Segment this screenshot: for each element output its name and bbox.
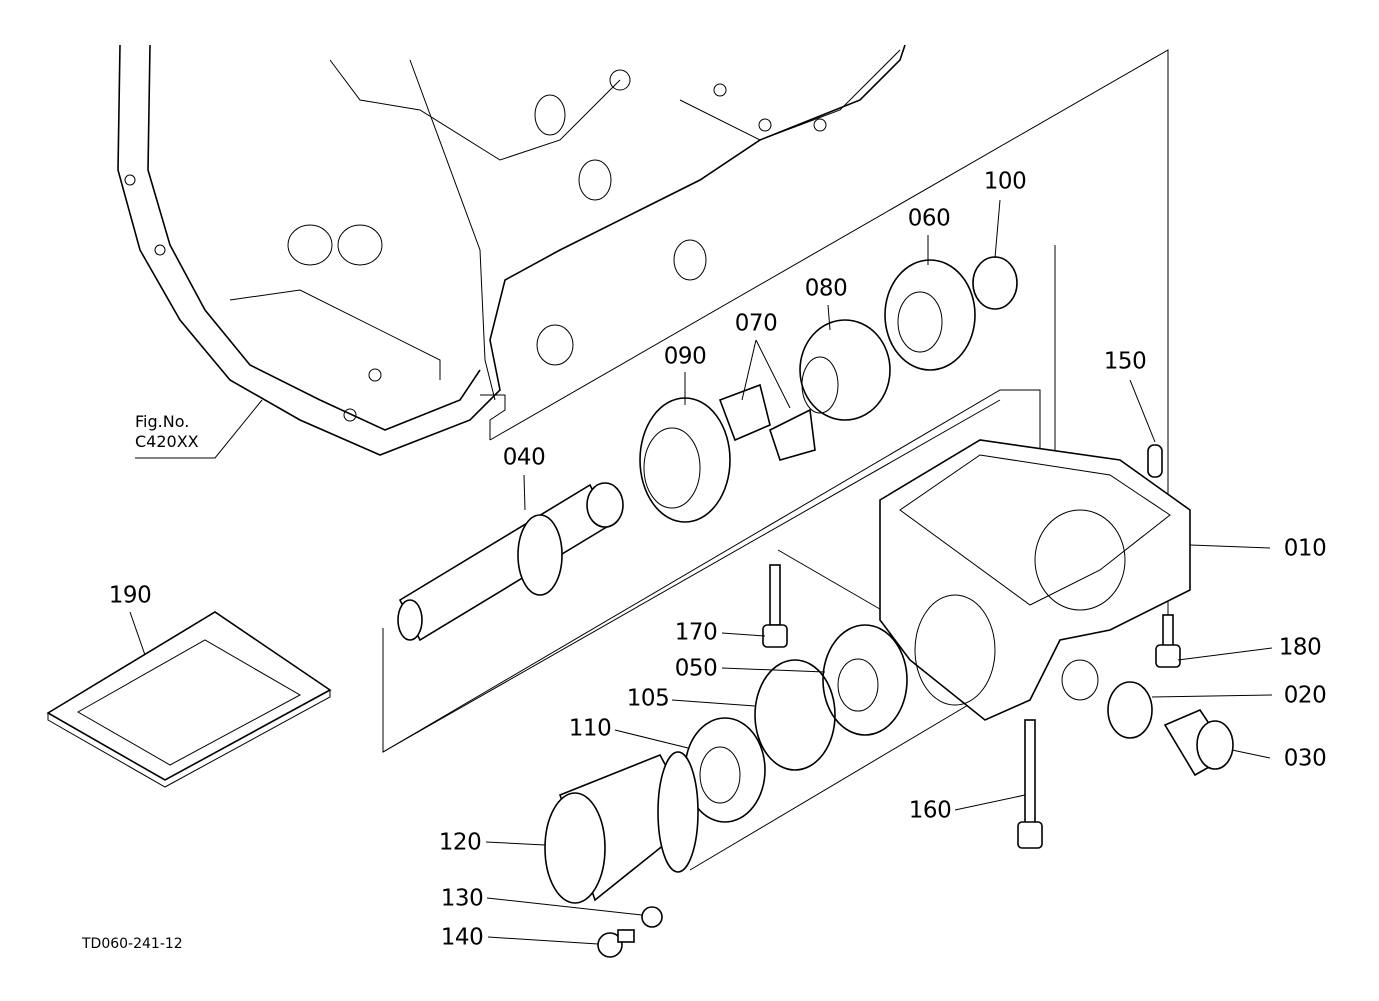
- part-190-manual: [46, 611, 332, 788]
- label-part-150: 150: [1103, 348, 1147, 375]
- part-030-plug: [1163, 709, 1234, 777]
- figure-reference: Fig.No. C420XX: [135, 412, 199, 452]
- part-080-gear: [799, 319, 891, 421]
- label-part-080: 080: [804, 275, 848, 302]
- label-part-170: 170: [674, 619, 718, 646]
- part-090-bearing: [639, 397, 731, 523]
- part-130-washer: [641, 906, 663, 928]
- drawing-code: TD060-241-12: [82, 936, 183, 952]
- figure-reference-line1: Fig.No.: [135, 412, 190, 431]
- part-010-housing: [879, 439, 1191, 721]
- part-100-circlip: [972, 256, 1018, 310]
- part-180-bolt: [1155, 614, 1181, 668]
- label-part-180: 180: [1278, 634, 1322, 661]
- part-140-bolt: [597, 929, 635, 958]
- label-part-160: 160: [908, 797, 952, 824]
- label-part-110: 110: [568, 715, 612, 742]
- label-part-020: 020: [1283, 682, 1327, 709]
- label-part-060: 060: [907, 205, 951, 232]
- label-part-120: 120: [438, 829, 482, 856]
- label-part-050: 050: [674, 655, 718, 682]
- label-part-040: 040: [502, 444, 546, 471]
- part-050-bearing: [822, 624, 908, 736]
- part-020-gasket: [1107, 681, 1153, 739]
- label-part-105: 105: [626, 685, 670, 712]
- label-part-070: 070: [734, 310, 778, 337]
- part-170-bolt: [762, 564, 788, 648]
- label-part-130: 130: [440, 885, 484, 912]
- part-150-pin: [1147, 444, 1163, 478]
- label-part-100: 100: [983, 168, 1027, 195]
- leader-lines: [129, 199, 1273, 945]
- part-160-bolt: [1017, 719, 1043, 849]
- part-060-bearing: [884, 259, 976, 371]
- part-105-circlip: [754, 659, 836, 771]
- part-070-needle-bearing: [718, 383, 816, 461]
- label-part-090: 090: [663, 343, 707, 370]
- part-040-shaft: [397, 482, 624, 642]
- figure-reference-line2: C420XX: [135, 432, 199, 451]
- part-120-cover: [544, 751, 699, 904]
- label-part-030: 030: [1283, 745, 1327, 772]
- transmission-case-outline: [117, 44, 906, 456]
- label-part-140: 140: [440, 924, 484, 951]
- label-part-190: 190: [108, 582, 152, 609]
- label-part-010: 010: [1283, 535, 1327, 562]
